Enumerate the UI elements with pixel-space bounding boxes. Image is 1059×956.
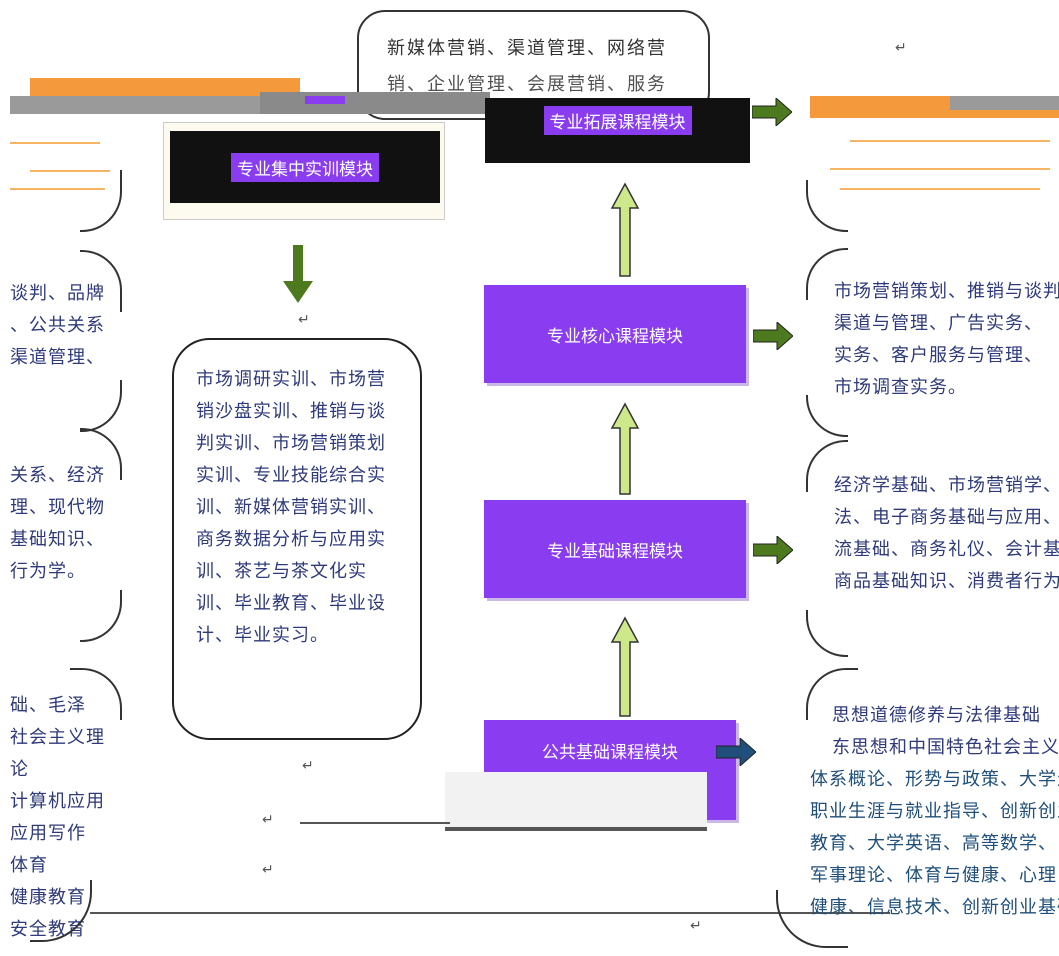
- mark-below-arrow: ↵: [298, 312, 310, 328]
- right-top-fragment: [830, 120, 1059, 210]
- left-mid-text-2: 关系、经济 理、现代物 基础知识、 行为学。: [10, 465, 105, 582]
- left-top-fragment: [10, 130, 120, 220]
- left-bracket-1: [80, 170, 122, 232]
- right-bracket-1: [806, 180, 848, 232]
- left-gray-strip: [10, 96, 290, 114]
- bottom-connector-line: [90, 912, 890, 914]
- up-arrow-icon: [610, 182, 640, 277]
- extension-module-box: 专业拓展课程模块: [485, 98, 750, 163]
- extension-module-label: 专业拓展课程模块: [543, 106, 692, 135]
- left-orange-strip: [30, 78, 300, 96]
- training-module-box: 专业集中实训模块: [170, 131, 440, 203]
- mark-2: ↵: [262, 812, 274, 828]
- right-core-text: 市场营销策划、推销与谈判、 渠道与管理、广告实务、 实务、客户服务与管理、 市场…: [834, 281, 1059, 398]
- top-topics-line1: 新媒体营销、渠道管理、网络营: [387, 38, 667, 59]
- top-topics-line2: 销、企业管理、会展营销、服务: [387, 74, 667, 95]
- top-mid-purple-chip: [305, 96, 345, 104]
- right-public-text: 思想道德修养与法律基础 东思想和中国特色社会主义 体系概论、形势与政策、大学生 …: [810, 705, 1059, 918]
- right-basic-text: 经济学基础、市场营销学、 法、电子商务基础与应用、 流基础、商务礼仪、会计基础、…: [834, 475, 1059, 592]
- left-mid-text-1: 谈判、品牌 、公共关系 渠道管理、: [10, 283, 105, 368]
- training-module-label: 专业集中实训模块: [231, 152, 379, 182]
- mark-3: ↵: [262, 862, 274, 878]
- training-list-text: 市场调研实训、市场营销沙盘实训、推销与谈判实训、市场营销策划实训、专业技能综合实…: [196, 369, 386, 646]
- up-arrow-icon: [610, 616, 640, 717]
- basic-module-label: 专业基础课程模块: [547, 541, 683, 562]
- right-arrow-icon: [753, 322, 793, 350]
- mid-connector-line: [300, 822, 450, 824]
- left-bottom-text: 础、毛泽 社会主义理论 计算机应用 应用写作 体育 健康教育 安全教育: [10, 695, 105, 940]
- public-module-overlay: [445, 772, 707, 831]
- right-bracket-5: [806, 610, 848, 657]
- training-list-box: [172, 338, 422, 740]
- right-bracket-7: [776, 890, 848, 948]
- mark-1: ↵: [302, 758, 314, 774]
- training-module-frame: 专业集中实训模块: [163, 122, 445, 220]
- up-arrow-icon: [610, 402, 640, 495]
- right-arrow-icon: [716, 738, 756, 766]
- mark-4: ↵: [690, 918, 702, 934]
- right-gray-strip: [950, 96, 1059, 110]
- right-bracket-3: [806, 395, 848, 437]
- core-module-box: 专业核心课程模块: [484, 285, 746, 383]
- public-module-label: 公共基础课程模块: [542, 743, 678, 763]
- basic-module-box: 专业基础课程模块: [484, 500, 746, 598]
- right-arrow-icon: [752, 98, 792, 126]
- core-module-label: 专业核心课程模块: [547, 326, 683, 347]
- down-arrow-icon: [283, 245, 313, 303]
- left-bracket-5: [80, 590, 122, 642]
- right-arrow-icon: [753, 536, 793, 564]
- top-mid-gray-strip: [260, 92, 490, 114]
- top-right-mark: ↵: [895, 40, 907, 56]
- left-bracket-3: [80, 380, 122, 432]
